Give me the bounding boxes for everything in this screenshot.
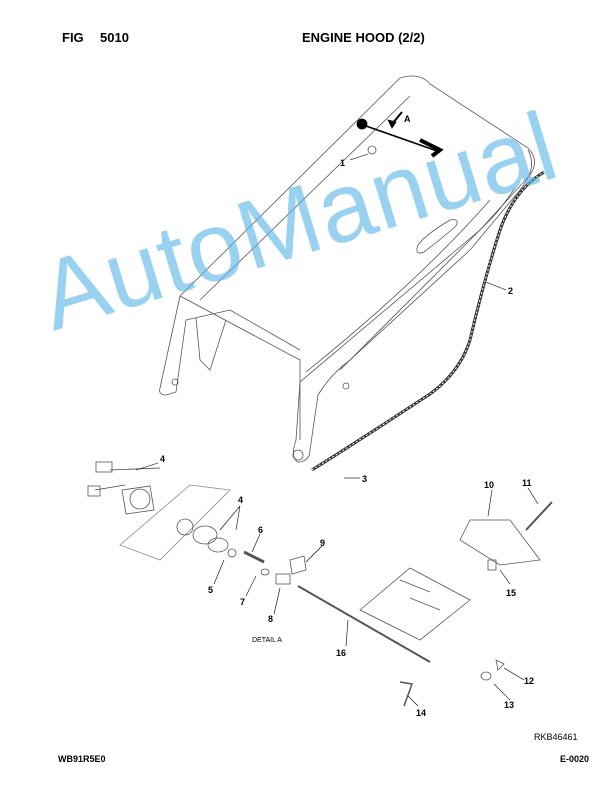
fig-label: FIG [62, 30, 84, 45]
callout-10: 10 [484, 480, 494, 490]
callout-6: 6 [258, 525, 263, 535]
footer-right-code: E-0020 [560, 754, 590, 764]
lock-assembly [87, 461, 237, 561]
callout-2: 2 [508, 286, 513, 296]
callout-13: 13 [504, 700, 514, 710]
callout-8: 8 [268, 614, 273, 624]
fig-number: 5010 [100, 30, 129, 45]
reference-code: RKB46461 [534, 732, 578, 742]
callout-5: 5 [208, 585, 213, 595]
callout-9: 9 [320, 538, 325, 548]
detail-caption: DETAIL A [252, 637, 282, 644]
callout-3: 3 [362, 474, 367, 484]
callout-12: 12 [524, 676, 534, 686]
callout-14: 14 [416, 708, 426, 718]
callout-4a: 4 [160, 454, 165, 464]
page-title: ENGINE HOOD (2/2) [302, 30, 425, 45]
callout-15: 15 [506, 588, 516, 598]
callout-11: 11 [522, 478, 532, 488]
hood-release-cable [356, 111, 444, 158]
callout-4b: 4 [238, 495, 243, 505]
callout-leaders [135, 153, 539, 707]
callout-1: 1 [340, 158, 345, 168]
detail-marker: A [404, 114, 411, 124]
latch-assembly [243, 501, 553, 707]
footer-left-code: WB91R5E0 [58, 754, 106, 764]
callout-16: 16 [336, 648, 346, 658]
callout-7: 7 [240, 597, 245, 607]
